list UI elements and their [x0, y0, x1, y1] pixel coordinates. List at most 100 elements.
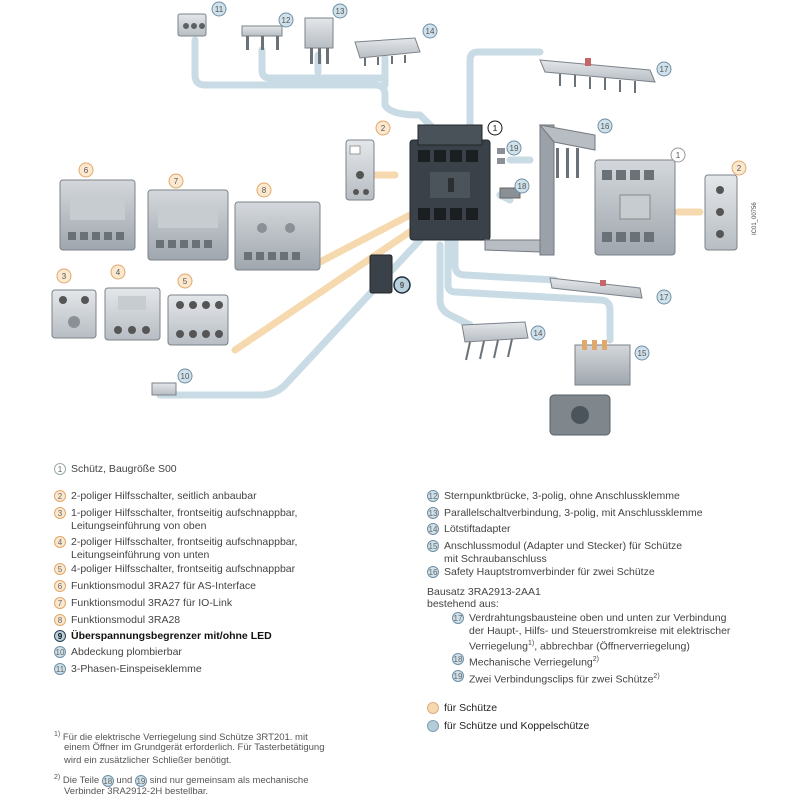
callout-2a: 2: [375, 120, 391, 136]
color-key-blue: für Schütze und Koppelschütze: [427, 720, 589, 733]
callout-17b: 17: [656, 289, 672, 305]
legend-text: , abbrechbar (Öffnerverriegelung): [534, 640, 690, 653]
callout-circle: [506, 140, 522, 156]
legend-item-17-line3: Verriegelung1), abbrechbar (Öffnerverrie…: [469, 637, 690, 654]
side-auxiliary-switch-2a: [345, 139, 375, 201]
legend-number: 1: [54, 463, 66, 475]
callout-circle: [332, 3, 348, 19]
callout-19: 19: [506, 140, 522, 156]
callout-number: 1: [676, 151, 681, 160]
wiring-module-17a: [539, 58, 656, 93]
legend-number: 19: [452, 670, 464, 682]
callout-number: 6: [84, 166, 89, 175]
footnote-text: sind nur gemeinsam als mechanische: [149, 775, 309, 787]
legend-item-12: 12 Sternpunktbrücke, 3-polig, ohne Anschl…: [427, 490, 680, 503]
callout-circle: [278, 12, 294, 28]
legend-text: Schütz, Baugröße S00: [71, 463, 177, 475]
callout-circle: [168, 173, 184, 189]
callout-16: 16: [597, 118, 613, 134]
function-module-6: [59, 179, 136, 251]
callout-circle: [110, 264, 126, 280]
callout-12: 12: [278, 12, 294, 28]
legend-number: 12: [427, 490, 439, 502]
orange-connection-paths: [231, 171, 704, 354]
callout-number: 2: [381, 124, 386, 133]
callout-5: 5: [177, 273, 193, 289]
callout-6: 6: [78, 162, 94, 178]
callout-14a: 14: [422, 23, 438, 39]
legend-item-17-line2: der Haupt-, Hilfs- und Steuerstromkreise…: [469, 625, 731, 637]
feeder-terminal-11: [177, 13, 207, 37]
legend-text: Sternpunktbrücke, 3-polig, ohne Anschlus…: [444, 490, 680, 502]
callout-number: 7: [174, 177, 179, 186]
blue-swatch: [427, 720, 439, 732]
legend-text: Verriegelung: [469, 640, 528, 653]
legend-item-5: 5 4-poliger Hilfsschalter, frontseitig au…: [54, 563, 295, 576]
callout-circle: [487, 120, 503, 136]
function-module-7: [147, 189, 229, 261]
color-key-label: für Schütze: [444, 702, 498, 714]
footnote-1: 1) Für die elektrische Verriegelung sind…: [54, 729, 308, 744]
connection-clips-19: [497, 148, 505, 164]
footnote-ref: 2): [653, 673, 660, 680]
callout-number: 14: [534, 329, 543, 338]
legend-text: 4-poliger Hilfsschalter, frontseitig auf…: [71, 563, 296, 575]
callout-circle: [56, 268, 72, 284]
legend-number: 3: [54, 507, 66, 519]
callout-circle: [670, 147, 686, 163]
callout-1b: 1: [670, 147, 686, 163]
connection-module-15: [549, 340, 631, 436]
footnote-text: Für die elektrische Verriegelung sind Sc…: [62, 732, 308, 744]
legend-text: Zwei Verbindungsclips für zwei Schütze: [469, 673, 654, 686]
orange-swatch: [427, 702, 439, 714]
legend-text: Parallelschaltverbindung, 3-polig, mit A…: [444, 507, 703, 519]
legend-number: 11: [54, 663, 66, 675]
footnote-mark: 1): [54, 731, 61, 738]
legend-number: 4: [54, 536, 66, 548]
footnote-number-19: 19: [134, 774, 147, 787]
legend-text: Leitungseinführung von unten: [71, 549, 210, 561]
callout-4: 4: [110, 264, 126, 280]
callout-15: 15: [634, 345, 650, 361]
callout-circle: [211, 1, 227, 17]
callout-10: 10: [177, 368, 193, 384]
aux-switch-4: [104, 287, 161, 341]
callout-number: 18: [518, 182, 527, 191]
callout-number: 17: [660, 65, 669, 74]
callout-circle: [256, 182, 272, 198]
legend-number: 16: [427, 566, 439, 578]
callout-number: 16: [601, 122, 610, 131]
callout-7: 7: [168, 173, 184, 189]
legend-item-9: 9 Überspannungsbegrenzer mit/ohne LED: [54, 630, 272, 643]
footnote-1-line2: einem Öffner im Grundgerät erforderlich.…: [64, 742, 325, 753]
callout-number: 8: [262, 186, 267, 195]
footnote-ref: 1): [527, 640, 535, 647]
legend-text: Überspannungsbegrenzer mit/ohne LED: [71, 630, 272, 642]
callout-18: 18: [514, 178, 530, 194]
legend-number: 2: [54, 490, 66, 502]
callout-number: 17: [660, 293, 669, 302]
blue-connection-paths: [156, 36, 614, 399]
callout-1a: 1: [487, 120, 503, 136]
legend-item-19: 19 Zwei Verbindungsclips für zwei Schütze…: [452, 670, 660, 687]
callout-circle: [656, 61, 672, 77]
callout-number: 4: [116, 268, 121, 277]
footnote-mark: 2): [54, 774, 61, 781]
callout-circle: [597, 118, 613, 134]
callout-circle: [514, 178, 530, 194]
footnote-text: Die Teile: [62, 775, 100, 787]
callout-number: 10: [181, 372, 190, 381]
side-auxiliary-switch-2b: [704, 174, 738, 251]
legend-number: 5: [54, 563, 66, 575]
callout-number: 11: [215, 5, 224, 14]
solder-pin-adapter-14b: [461, 321, 529, 361]
legend-number: 17: [452, 612, 464, 624]
footnote-ref: 2): [592, 656, 599, 663]
legend-number: 9: [54, 630, 66, 642]
